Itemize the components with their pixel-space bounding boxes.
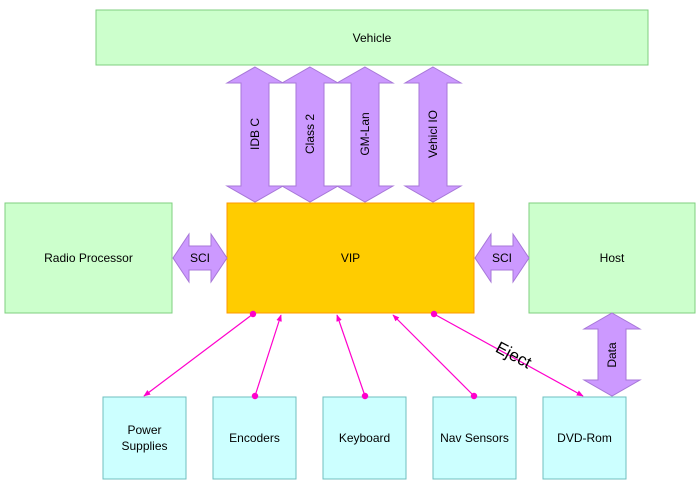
encoders-label: Encoders: [229, 431, 280, 445]
dvd-rom-block: DVD-Rom: [542, 396, 627, 480]
sci-arrow-right: SCI: [474, 232, 530, 284]
bus-arrow-idb-c: IDB C: [225, 66, 285, 203]
nav-sensors-block-shape: [432, 396, 517, 480]
vip-block-shape: [226, 202, 475, 314]
nav-sensors-to-vip-link: [392, 314, 478, 400]
data-arrow-shape: [582, 312, 642, 397]
sci-arrow-left-shape: [172, 232, 228, 284]
keyboard-block: Keyboard: [322, 396, 407, 480]
sci-label-left: SCI: [190, 251, 210, 265]
bus-arrow-vehicle-io: Vehicl IO: [403, 66, 463, 203]
power-supplies-block: Power Supplies: [102, 396, 187, 480]
eject-label: Eject: [492, 338, 535, 373]
nav-sensors-label: Nav Sensors: [440, 431, 509, 445]
bus-label-gm-lan: GM-Lan: [358, 112, 372, 155]
vehicle-block: Vehicle: [95, 9, 649, 66]
vehicle-label: Vehicle: [353, 31, 392, 45]
vip-to-power-supplies-line: [143, 313, 254, 397]
encoders-to-vip-line: [254, 314, 282, 397]
host-block: Host: [528, 202, 696, 314]
bus-label-class-2: Class 2: [303, 114, 317, 154]
nav-sensors-endpoint-dot: [470, 392, 478, 400]
bus-label-idb-c: IDB C: [248, 118, 262, 150]
host-label: Host: [600, 251, 625, 265]
vip-to-power-supplies-link: [143, 310, 257, 397]
radio-processor-block: Radio Processor: [4, 202, 173, 314]
power-supplies-label-line2: Supplies: [121, 439, 167, 453]
radio-processor-block-shape: [4, 202, 173, 314]
nav-sensors-block: Nav Sensors: [432, 396, 517, 480]
host-block-shape: [528, 202, 696, 314]
radio-processor-label: Radio Processor: [44, 251, 133, 265]
encoders-block: Encoders: [212, 396, 297, 480]
vip-dvd-rom-endpoint-dot: [430, 310, 438, 318]
nav-sensors-to-vip-line: [392, 314, 475, 397]
sci-arrow-left: SCI: [172, 232, 228, 284]
bus-arrow-vehicle-io-shape: [403, 66, 463, 203]
encoders-endpoint-dot: [251, 392, 259, 400]
bus-arrow-gm-lan: GM-Lan: [335, 66, 395, 203]
vip-to-dvd-rom-eject-link: Eject: [430, 310, 584, 397]
keyboard-to-vip-link: [336, 314, 369, 400]
keyboard-block-shape: [322, 396, 407, 480]
sci-arrow-right-shape: [474, 232, 530, 284]
bus-label-vehicle-io: Vehicl IO: [426, 110, 440, 158]
keyboard-endpoint-dot: [361, 392, 369, 400]
sci-label-right: SCI: [492, 251, 512, 265]
vip-block: VIP: [226, 202, 475, 314]
encoders-block-shape: [212, 396, 297, 480]
data-arrow: Data: [582, 312, 642, 397]
dvd-rom-block-shape: [542, 396, 627, 480]
bus-arrow-class-2: Class 2: [280, 66, 340, 203]
keyboard-to-vip-line: [336, 314, 366, 397]
vip-power-supplies-endpoint-dot: [249, 310, 257, 318]
bus-arrow-gm-lan-shape: [335, 66, 395, 203]
power-supplies-block-shape: [102, 396, 187, 480]
bus-arrow-idb-c-shape: [225, 66, 285, 203]
encoders-to-vip-link: [251, 314, 282, 400]
bus-arrow-class-2-shape: [280, 66, 340, 203]
power-supplies-label-line1: Power: [127, 423, 161, 437]
keyboard-label: Keyboard: [339, 431, 390, 445]
dvd-rom-label: DVD-Rom: [557, 431, 612, 445]
vehicle-block-shape: [95, 9, 649, 66]
data-label: Data: [605, 342, 619, 368]
vip-label: VIP: [341, 251, 360, 265]
vip-to-dvd-rom-line: [433, 313, 584, 397]
